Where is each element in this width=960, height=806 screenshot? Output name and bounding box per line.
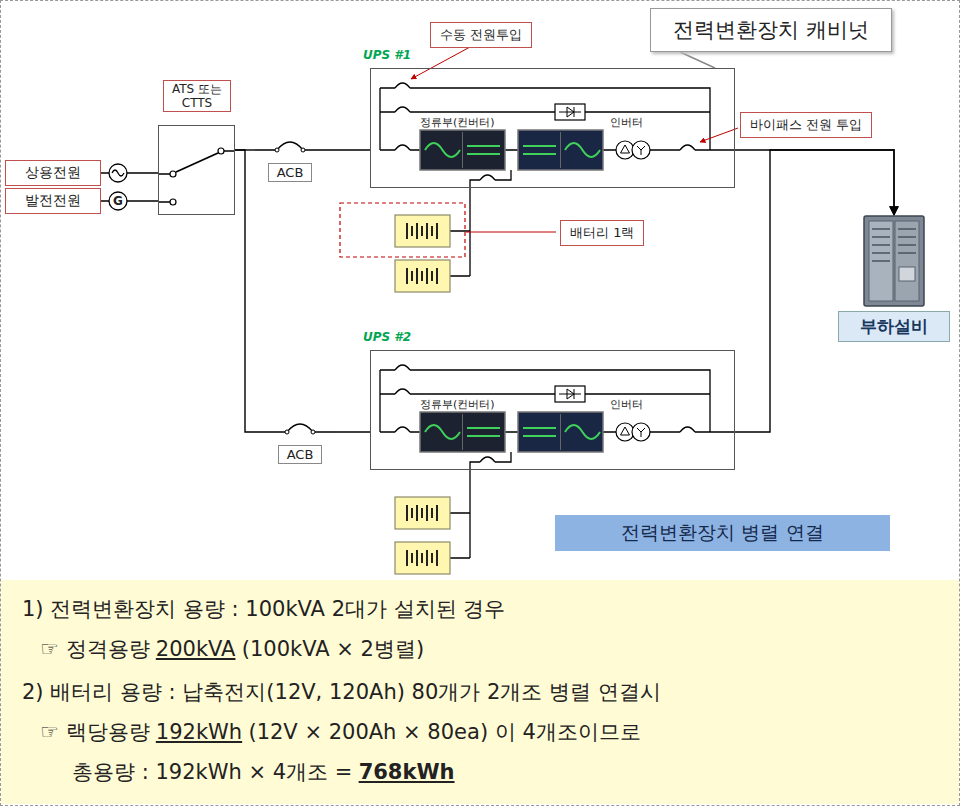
note-text: 200kVA xyxy=(156,637,236,661)
wire-connector xyxy=(735,150,894,215)
note-line: ☞ 랙당용량192kWh(12V × 200Ah × 80ea) 이 4개조이므… xyxy=(40,718,641,746)
note-line: 2) 배터리 용량 : 납축전지(12V, 120Ah) 80개가 2개조 병렬… xyxy=(22,678,661,706)
node-text: 수동 전원투입 xyxy=(440,26,522,44)
cabinet-heading: UPS #1 xyxy=(363,48,411,62)
note-text: 768kWh xyxy=(359,760,455,784)
load-equipment: 부하설비 xyxy=(838,215,950,342)
breaker: ACB xyxy=(265,417,335,464)
generator-symbol-letter: G xyxy=(111,193,125,209)
cabinet-heading: UPS #2 xyxy=(363,330,411,344)
breaker-label: ACB xyxy=(278,445,323,464)
callout-box: 바이패스 전원 투입 xyxy=(740,112,872,138)
breaker-symbol xyxy=(255,135,325,157)
wire-connector xyxy=(325,149,370,150)
part-label: 정류부(컨버터) xyxy=(420,117,495,129)
note-line: 총용량 : 192kWh × 4개조 = 768kWh xyxy=(72,758,455,786)
note-text: ☞ 정격용량 xyxy=(40,637,150,661)
callout-box: 배터리 1랙 xyxy=(560,220,644,246)
switch-label: ATS 또는 CTTS xyxy=(163,80,231,112)
wire-connector xyxy=(680,52,715,68)
title-callout: 전력변환장치 캐비넛 xyxy=(650,8,892,52)
source-box: 상용전원 xyxy=(5,160,101,186)
callout-box: 수동 전원투입 xyxy=(430,22,532,48)
parallel-box: 전력변환장치 병렬 연결 xyxy=(555,515,890,551)
node-text: 상용전원 xyxy=(25,164,81,182)
note-text: 1) 전력변환장치 용량 : 100kVA 2대가 설치된 경우 xyxy=(22,597,505,621)
part-label: 인버터 xyxy=(610,117,643,129)
note-text: (12V × 200Ah × 80ea) 이 4개조이므로 xyxy=(248,720,640,744)
note-text: (100kVA × 2병렬) xyxy=(242,637,424,661)
breaker: ACB xyxy=(255,135,325,182)
wire-connector xyxy=(735,150,894,432)
source-box: 발전전원 xyxy=(5,188,101,214)
breaker-symbol xyxy=(265,417,335,439)
note-text: 192kWh xyxy=(156,720,242,744)
part-label: 인버터 xyxy=(610,399,643,411)
wire-connector xyxy=(335,431,370,432)
note-text: ☞ 랙당용량 xyxy=(40,720,150,744)
load-label: 부하설비 xyxy=(838,311,950,342)
part-label: 정류부(컨버터) xyxy=(420,399,495,411)
note-text: 총용량 : 192kWh × 4개조 = xyxy=(72,760,352,784)
node-text: 전력변환장치 병렬 연결 xyxy=(621,520,823,546)
node-text: 바이패스 전원 투입 xyxy=(750,116,862,134)
transfer-switch: ATS 또는 CTTS xyxy=(158,125,235,215)
wire-connector xyxy=(235,150,265,432)
node-text: 배터리 1랙 xyxy=(570,224,634,242)
note-text: 2) 배터리 용량 : 납축전지(12V, 120Ah) 80개가 2개조 병렬… xyxy=(22,680,661,704)
switch-symbol xyxy=(159,126,234,214)
node-text: 발전전원 xyxy=(25,192,81,210)
server-rack-icon xyxy=(859,215,929,307)
breaker-label: ACB xyxy=(268,163,313,182)
note-line: 1) 전력변환장치 용량 : 100kVA 2대가 설치된 경우 xyxy=(22,595,505,623)
node-text: 전력변환장치 캐비넛 xyxy=(673,16,869,44)
note-line: ☞ 정격용량200kVA(100kVA × 2병렬) xyxy=(40,635,424,663)
